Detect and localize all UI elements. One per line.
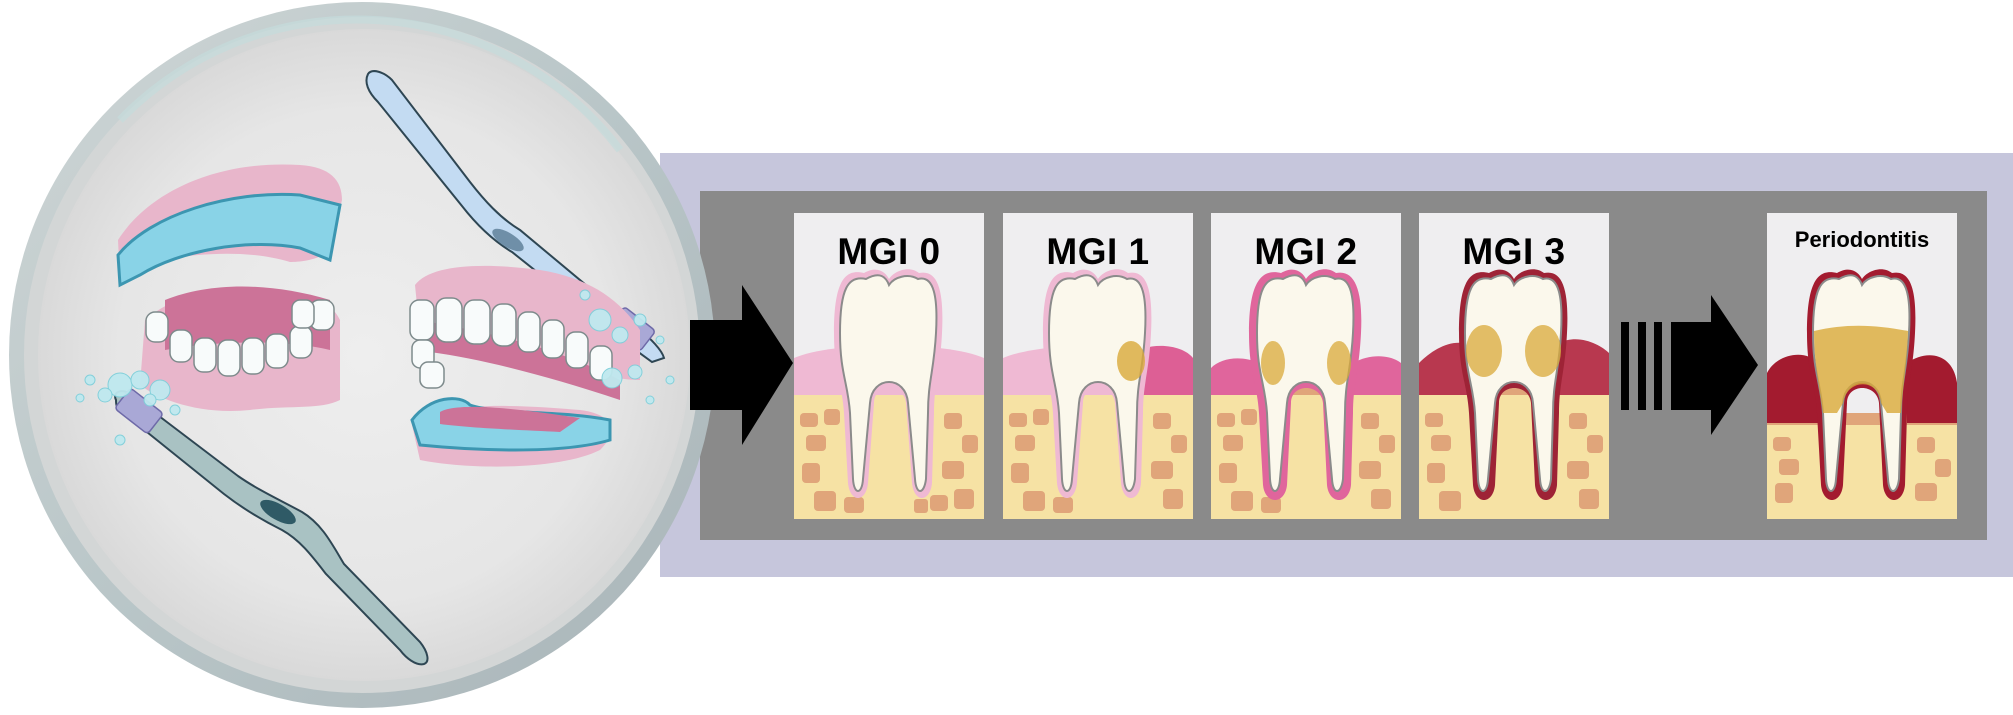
panel-mgi-0: MGI 0 (794, 213, 984, 519)
panel-label: MGI 1 (1046, 231, 1150, 272)
panel-mgi-3: MGI 3 (1419, 213, 1609, 519)
arrow-right-icon (690, 280, 800, 450)
panel-mgi-1: MGI 1 (1003, 213, 1193, 519)
striped-arrow-right-icon (1615, 290, 1765, 440)
panel-label: MGI 2 (1254, 231, 1358, 272)
panel-label: MGI 3 (1462, 231, 1566, 272)
panel-label: Periodontitis (1794, 227, 1930, 252)
panel-label: MGI 0 (837, 231, 941, 272)
panel-periodontitis: Periodontitis (1767, 213, 1957, 519)
foam-bubbles-icon (75, 289, 675, 446)
denture-cleaning-illustration (0, 0, 725, 710)
panel-mgi-2: MGI 2 (1211, 213, 1401, 519)
upper-denture-left-icon (116, 164, 342, 411)
